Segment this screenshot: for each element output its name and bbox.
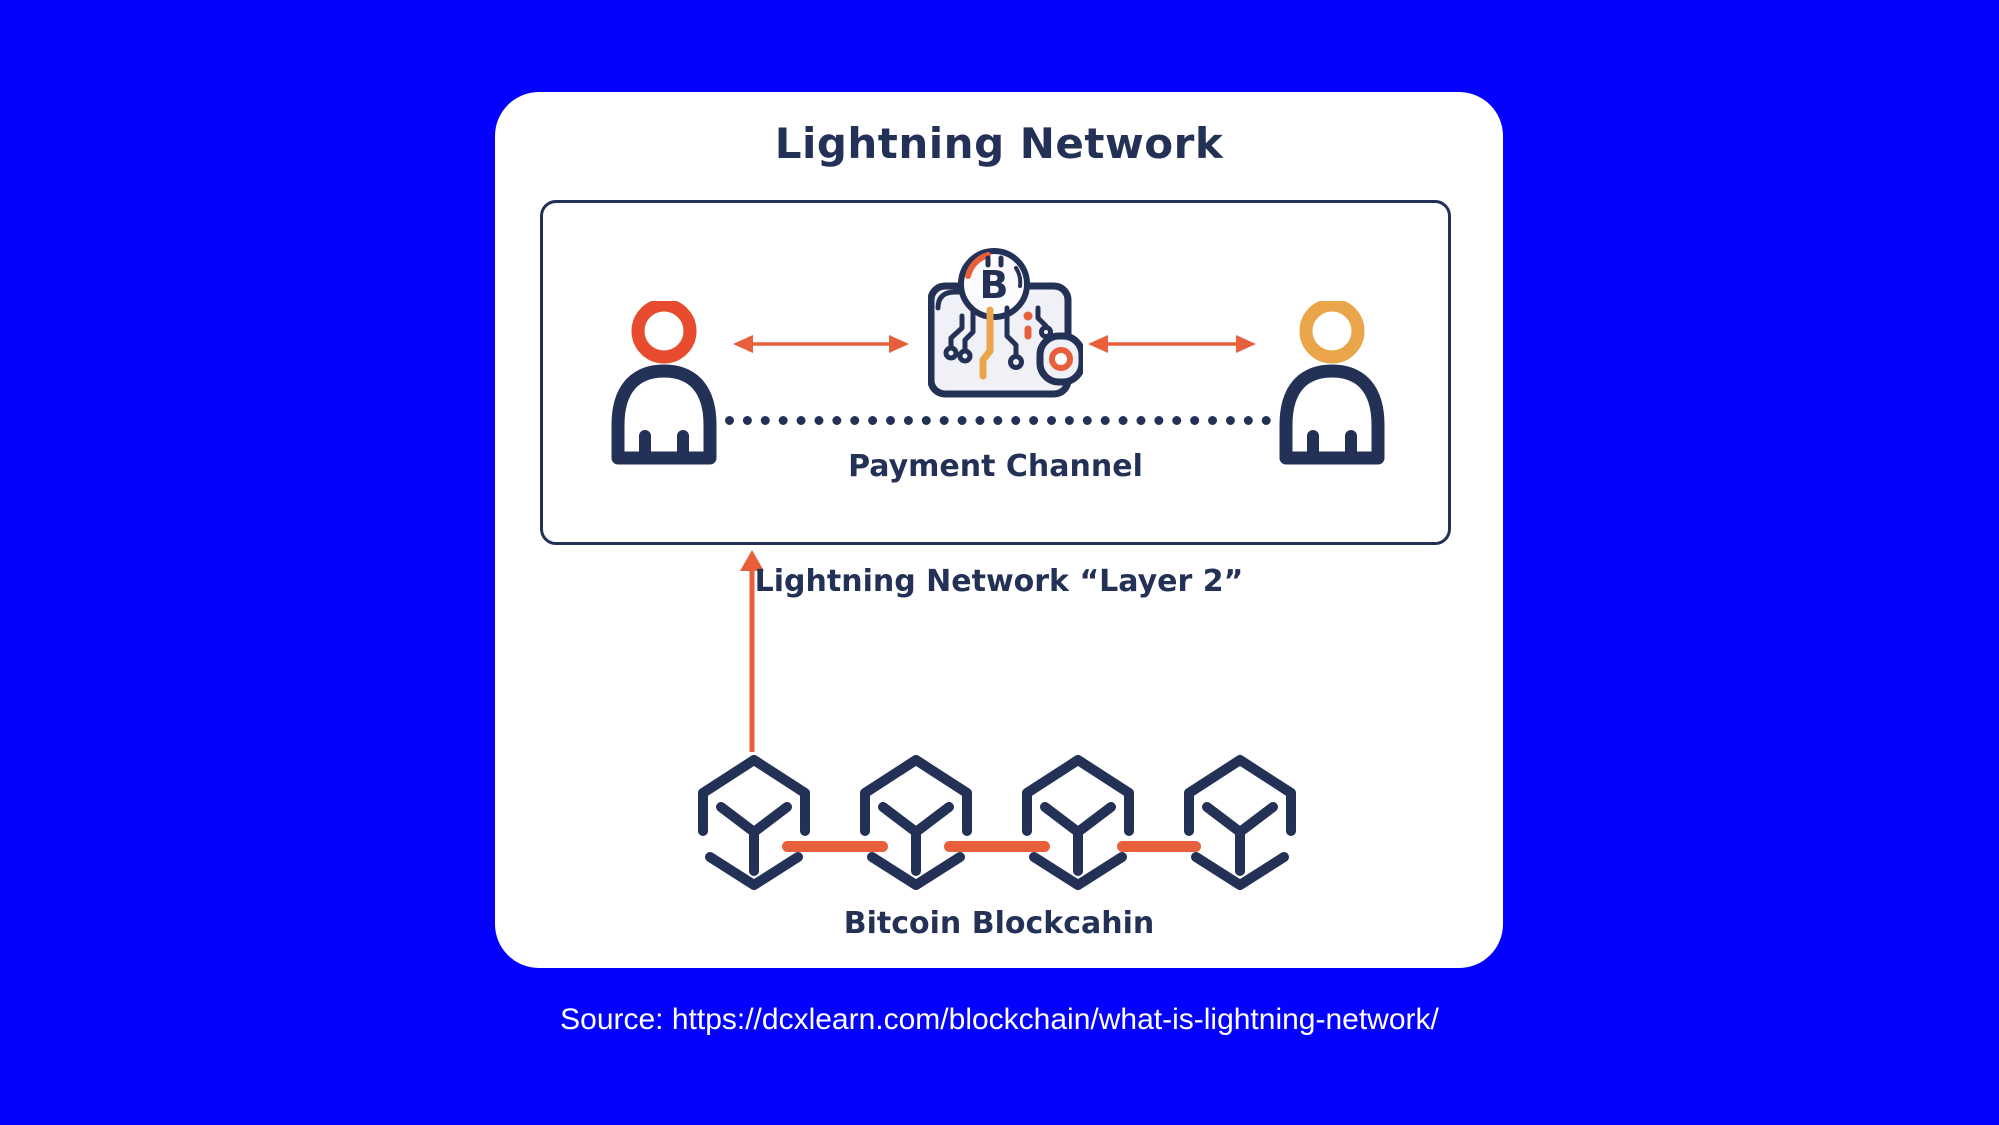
person-icon-left	[611, 301, 717, 465]
person-head-amber-icon	[1299, 301, 1365, 364]
bitcoin-b-symbol: B	[980, 263, 1009, 307]
payment-channel-dotted-line	[725, 416, 1271, 425]
payment-channel-box: B	[540, 200, 1451, 545]
blockchain-connector	[782, 841, 888, 852]
blockchain-cube-icon	[698, 755, 810, 890]
blockchain-label: Bitcoin Blockcahin	[843, 906, 1155, 941]
blockchain-cube-icon	[860, 755, 972, 890]
blockchain-cube-icon	[1022, 755, 1134, 890]
bitcoin-coin-icon	[958, 248, 1030, 320]
arrow-left-bidirectional-icon	[733, 335, 909, 353]
source-text: Source: https://dcxlearn.com/blockchain/…	[560, 1003, 1439, 1036]
arrow-right-bidirectional-icon	[1088, 335, 1256, 353]
person-icon-right	[1279, 301, 1385, 465]
layer2-arrow-icon	[740, 550, 764, 752]
lightning-card: Lightning Network B	[495, 92, 1503, 968]
person-head-red-icon	[631, 301, 697, 364]
blockchain-connector	[1117, 841, 1201, 852]
layer2-label: Lightning Network “Layer 2”	[754, 564, 1244, 599]
payment-channel-label: Payment Channel	[848, 449, 1143, 484]
page-title: Lightning Network	[774, 119, 1224, 168]
blockchain-cube-icon	[1184, 755, 1296, 890]
bitcoin-wallet-icon: B	[928, 248, 1083, 398]
blockchain-connector	[944, 841, 1050, 852]
